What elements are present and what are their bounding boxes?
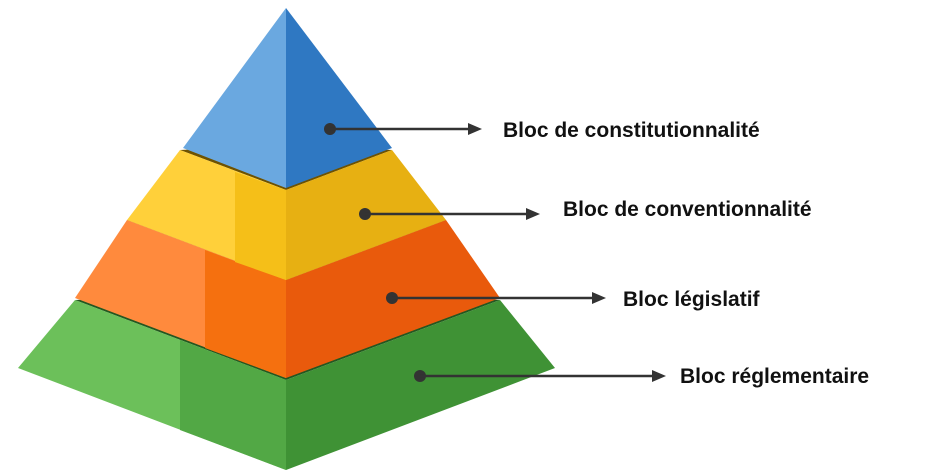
callout-arrowhead-icon <box>652 370 666 382</box>
level-1-left-face <box>183 8 286 188</box>
callout-reglementaire: Bloc réglementaire <box>414 365 869 388</box>
callout-legislatif: Bloc législatif <box>386 288 761 311</box>
level-4-right-face <box>286 300 555 470</box>
level-3-front-highlight <box>205 250 286 378</box>
level-label: Bloc de constitutionnalité <box>503 119 760 142</box>
level-label: Bloc de conventionnalité <box>563 198 812 221</box>
pyramid-level-constitutionnalite <box>183 8 392 188</box>
callout-conventionnalite: Bloc de conventionnalité <box>359 198 812 221</box>
level-label: Bloc législatif <box>623 288 761 311</box>
level-label: Bloc réglementaire <box>680 365 869 388</box>
level-2-front-highlight <box>235 172 286 280</box>
callout-constitutionnalite: Bloc de constitutionnalité <box>324 119 760 142</box>
callout-arrowhead-icon <box>592 292 606 304</box>
level-1-right-face <box>286 8 392 188</box>
callout-arrowhead-icon <box>526 208 540 220</box>
level-4-front-highlight <box>180 340 286 470</box>
callout-arrowhead-icon <box>468 123 482 135</box>
